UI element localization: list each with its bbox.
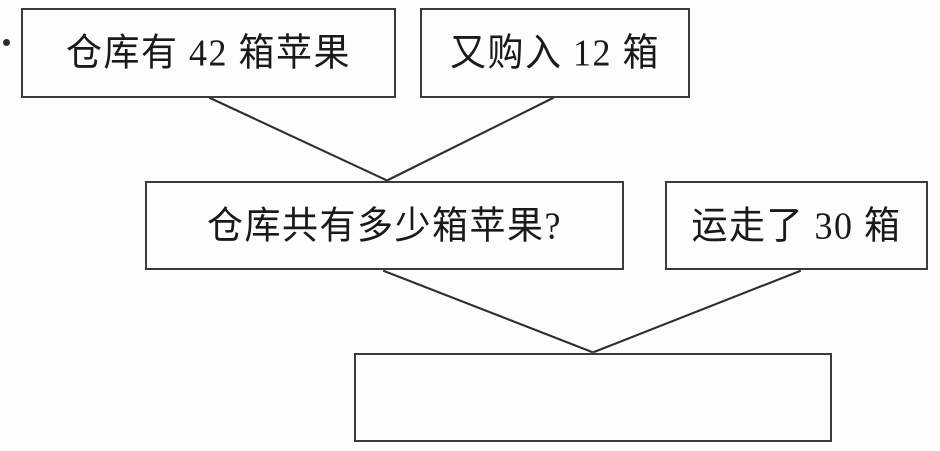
- node-label-shipped: 运走了 30 箱: [691, 204, 902, 247]
- edge-supply-to-question: [208, 96, 388, 182]
- node-label-purchase: 又购入 12 箱: [449, 31, 660, 75]
- node-label-supply: 仓库有 42 箱苹果: [65, 31, 351, 75]
- list-bullet-icon: [3, 39, 10, 46]
- node-box-question[interactable]: 仓库共有多少箱苹果?: [145, 181, 624, 270]
- node-box-supply[interactable]: 仓库有 42 箱苹果: [21, 8, 396, 98]
- node-box-purchase[interactable]: 又购入 12 箱: [420, 8, 690, 98]
- node-box-answer-blank[interactable]: [354, 353, 832, 442]
- edge-question-to-answer: [382, 269, 594, 354]
- node-box-shipped[interactable]: 运走了 30 箱: [665, 181, 928, 270]
- node-label-question: 仓库共有多少箱苹果?: [207, 204, 562, 247]
- edge-shipped-to-answer: [592, 269, 802, 354]
- edge-purchase-to-question: [386, 96, 555, 182]
